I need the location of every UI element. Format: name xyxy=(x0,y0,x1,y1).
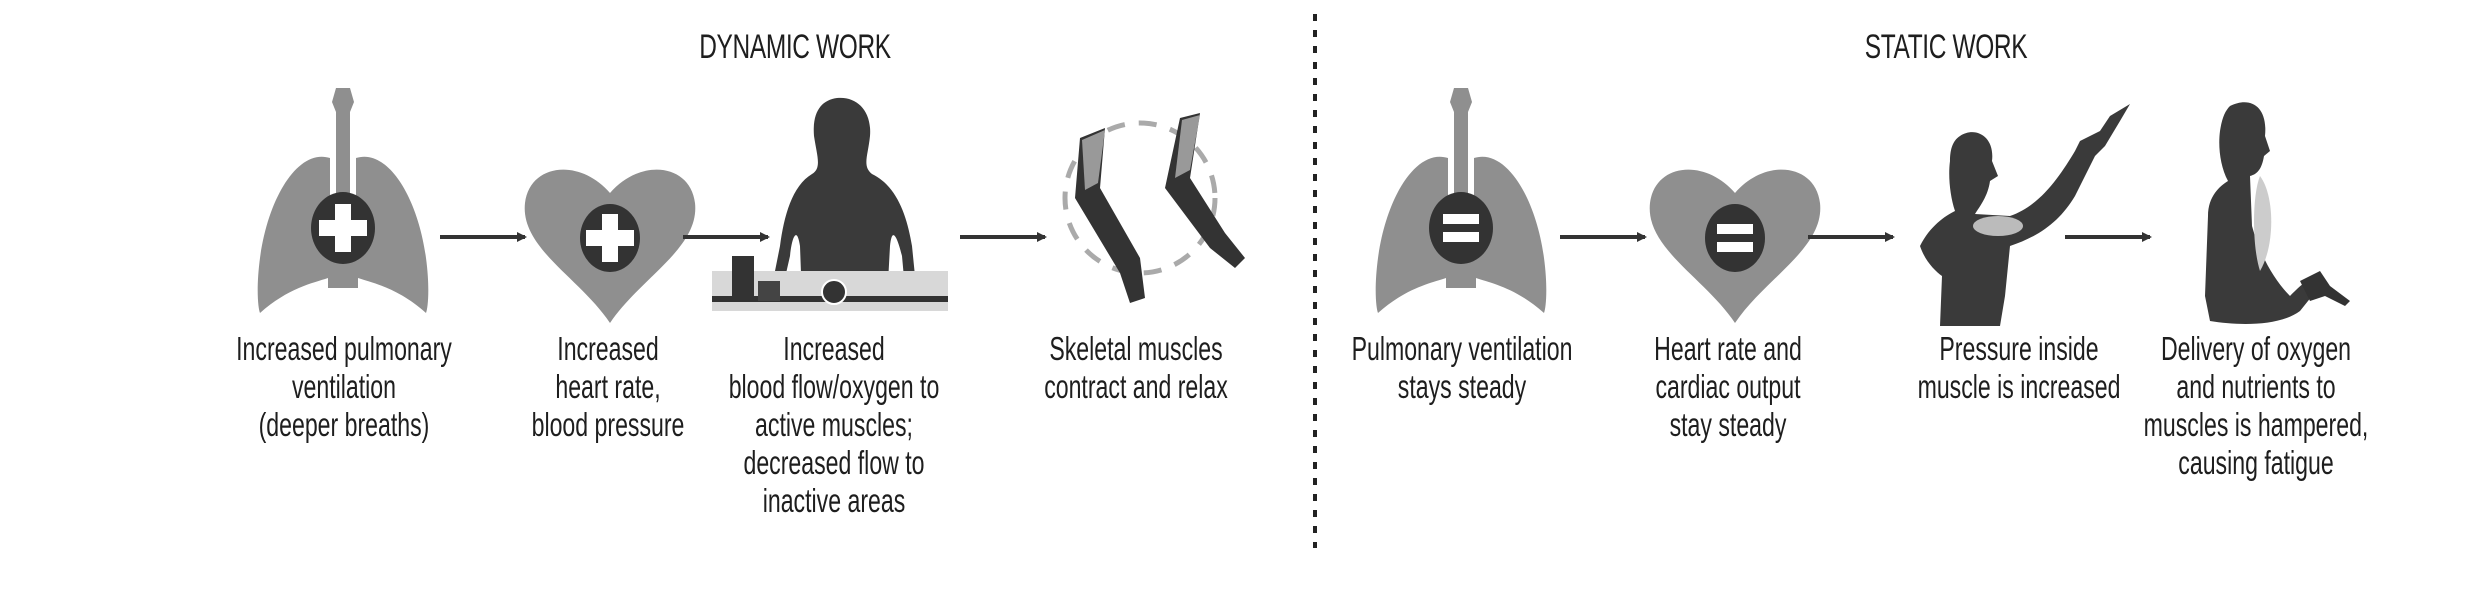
caption-line: muscle is increased xyxy=(1917,368,2121,405)
caption-line: stay steady xyxy=(1669,406,1787,443)
caption-line: causing fatigue xyxy=(2178,444,2334,481)
caption-line: Heart rate and xyxy=(1654,330,1802,367)
heart-plus-icon xyxy=(524,169,696,323)
caption-line: Increased xyxy=(557,330,659,367)
caption-line: contract and relax xyxy=(1044,368,1228,405)
caption-line: decreased flow to xyxy=(743,444,925,481)
caption-increased-heart-rate: Increased heart rate, blood pressure xyxy=(461,330,755,444)
caption-line: heart rate, xyxy=(555,368,661,405)
caption-line: Skeletal muscles xyxy=(1049,330,1223,367)
caption-line: active muscles; xyxy=(755,406,913,443)
caption-line: blood flow/oxygen to xyxy=(728,368,940,405)
caption-line: and nutrients to xyxy=(2176,368,2336,405)
lungs-equal-icon xyxy=(1375,88,1547,313)
caption-line: ventilation xyxy=(291,368,397,405)
heart-equal-icon xyxy=(1649,169,1821,323)
lungs-plus-icon xyxy=(257,88,429,313)
caption-skeletal-muscles: Skeletal muscles contract and relax xyxy=(989,330,1283,406)
section-title-dynamic-work: DYNAMIC WORK xyxy=(699,28,891,66)
caption-heart-rate-steady: Heart rate and cardiac output stay stead… xyxy=(1581,330,1875,444)
caption-line: Pulmonary ventilation xyxy=(1351,330,1573,367)
caption-pulmonary-ventilation-steady: Pulmonary ventilation stays steady xyxy=(1315,330,1609,406)
woman-at-workbench-icon xyxy=(712,97,948,311)
arm-flexing-icon xyxy=(1062,113,1245,303)
caption-line: stays steady xyxy=(1397,368,1527,405)
caption-line: cardiac output xyxy=(1655,368,1801,405)
caption-line: inactive areas xyxy=(762,482,906,519)
caption-increased-blood-flow: Increased blood flow/oxygen to active mu… xyxy=(687,330,981,520)
caption-delivery-hampered: Delivery of oxygen and nutrients to musc… xyxy=(2109,330,2403,482)
caption-line: Pressure inside xyxy=(1939,330,2099,367)
caption-line: Increased pulmonary xyxy=(236,330,452,367)
caption-line: Increased xyxy=(783,330,885,367)
section-title-static-work: STATIC WORK xyxy=(1864,28,2028,66)
caption-increased-pulmonary-ventilation: Increased pulmonary ventilation (deeper … xyxy=(197,330,491,444)
caption-line: blood pressure xyxy=(531,406,685,443)
caption-line: muscles is hampered, xyxy=(2143,406,2369,443)
caption-line: Delivery of oxygen xyxy=(2160,330,2352,367)
man-seated-fatigued-icon xyxy=(2205,102,2350,324)
caption-pressure-inside-muscle: Pressure inside muscle is increased xyxy=(1872,330,2166,406)
caption-line: (deeper breaths) xyxy=(258,406,430,443)
man-holding-drill-overhead-icon xyxy=(1920,104,2130,326)
